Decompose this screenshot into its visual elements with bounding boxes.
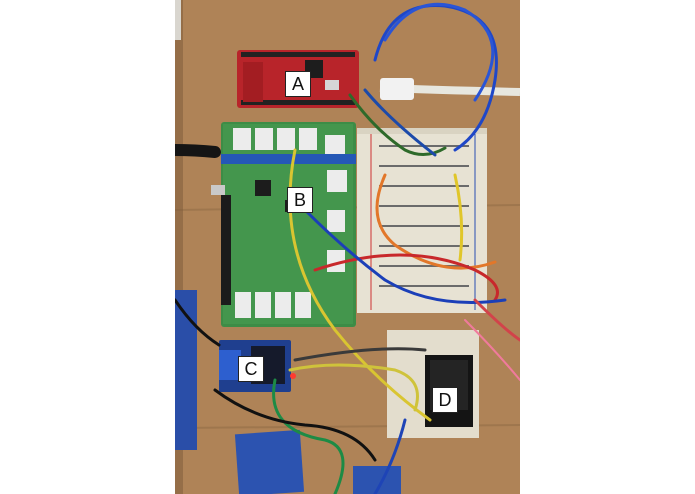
label-d-text: D: [438, 389, 452, 410]
label-c-text: C: [244, 358, 258, 379]
label-b-box: B: [287, 187, 313, 213]
label-c-box: C: [238, 356, 264, 382]
green-grove-shield: [211, 122, 356, 327]
label-a-box: A: [285, 71, 311, 97]
label-b-text: B: [293, 189, 306, 210]
label-a-text: A: [291, 73, 304, 94]
electronics-prototype-photo: [175, 0, 520, 494]
oled-display-breadboard: [387, 330, 479, 438]
label-d-box: D: [432, 387, 458, 413]
jumper-wires: [175, 2, 520, 494]
